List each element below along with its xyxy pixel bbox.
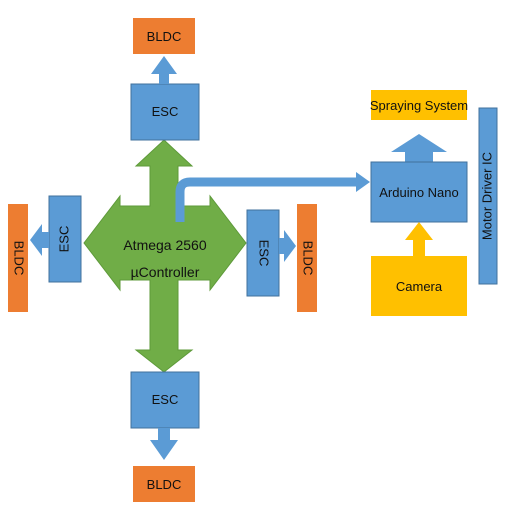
arduino-nano-label: Arduino Nano (379, 185, 459, 200)
bldc-right-box (297, 204, 317, 312)
bldc-left-box (8, 204, 28, 312)
bldc-bottom-box (133, 466, 195, 502)
esc-right-to-bldc-arrow (279, 230, 296, 262)
bldc-top-box (133, 18, 195, 54)
controller-label-line1: Atmega 2560 (123, 237, 206, 253)
esc-bottom-label: ESC (152, 392, 179, 407)
esc-right-label: ESC (257, 240, 272, 267)
spraying-system-label: Spraying System (370, 98, 468, 113)
controller-cross-arrow (83, 139, 247, 373)
esc-left-label: ESC (56, 226, 71, 253)
esc-left-to-bldc-arrow (30, 224, 49, 256)
motor-driver-ic-label: Motor Driver IC (479, 152, 494, 240)
camera-box (371, 256, 467, 316)
camera-to-arduino-arrow (405, 222, 433, 256)
controller-to-arduino-connector (175, 177, 356, 222)
motor-driver-ic-box (478, 107, 498, 285)
esc-bottom-to-bldc-arrow (150, 428, 178, 460)
bldc-right-label: BLDC (301, 241, 316, 276)
bldc-left-label: BLDC (12, 241, 27, 276)
esc-right-box (246, 209, 280, 297)
esc-top-to-bldc-arrow (151, 56, 177, 84)
arduino-nano-box (370, 161, 468, 223)
camera-label: Camera (396, 279, 443, 294)
spraying-system-box (371, 90, 467, 120)
bldc-top-label: BLDC (147, 29, 182, 44)
esc-left-box (48, 195, 82, 283)
controller-to-arduino-arrowhead (356, 172, 370, 192)
bldc-bottom-label: BLDC (147, 477, 182, 492)
esc-top-box (130, 83, 200, 141)
arduino-to-spraying-arrow (391, 134, 447, 162)
controller-label-line2: µController (131, 264, 200, 280)
esc-top-label: ESC (152, 104, 179, 119)
